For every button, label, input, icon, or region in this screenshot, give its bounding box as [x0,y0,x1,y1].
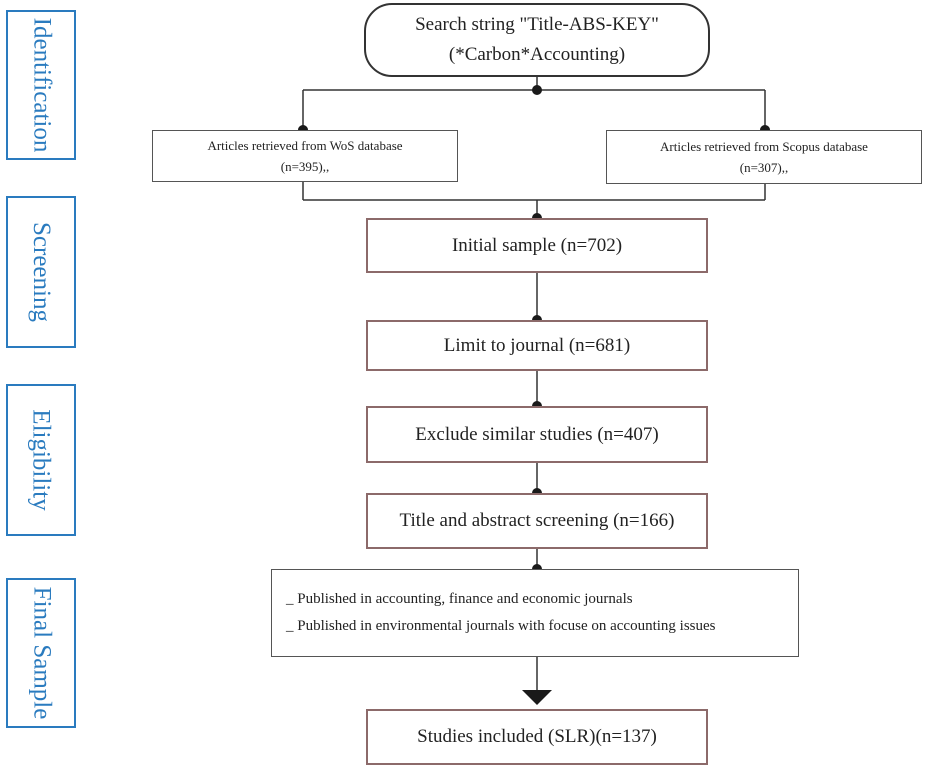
stage-identification: Identification [6,10,76,160]
exclude-similar-label: Exclude similar studies (n=407) [415,423,659,445]
search-string-box: Search string "Title-ABS-KEY" (*Carbon*A… [364,3,710,77]
stage-identification-label: Identification [28,17,56,153]
stage-screening-label: Screening [28,222,55,322]
criteria-item-environmental: _ Published in environmental journals wi… [286,618,716,634]
limit-journal-label: Limit to journal (n=681) [443,334,631,356]
limit-journal-box: Limit to journal (n=681) [366,320,708,371]
initial-sample-box: Initial sample (n=702) [366,218,708,273]
wos-count: (n=395),, [280,159,330,174]
studies-included-label: Studies included (SLR)(n=137) [417,726,657,747]
stage-eligibility: Eligibility [6,384,76,536]
title-abstract-box: Title and abstract screening (n=166) [366,493,708,549]
wos-label: Articles retrieved from WoS database [207,138,403,153]
initial-sample-label: Initial sample (n=702) [451,234,623,256]
stage-final-sample: Final Sample [6,578,76,728]
stage-screening: Screening [6,196,76,348]
search-string-line1: Search string "Title-ABS-KEY" [415,14,659,35]
scopus-count: (n=307),, [739,160,789,175]
stage-final-sample-label: Final Sample [28,586,56,720]
inclusion-criteria-box: _ Published in accounting, finance and e… [271,569,799,657]
stage-eligibility-label: Eligibility [28,409,55,511]
arrow-head-down [522,690,552,705]
wos-box: Articles retrieved from WoS database (n=… [152,130,458,182]
criteria-item-accounting: _ Published in accounting, finance and e… [286,591,633,607]
search-string-line2: (*Carbon*Accounting) [448,44,626,65]
title-abstract-label: Title and abstract screening (n=166) [399,510,675,531]
exclude-similar-box: Exclude similar studies (n=407) [366,406,708,463]
scopus-label: Articles retrieved from Scopus database [660,139,868,154]
studies-included-box: Studies included (SLR)(n=137) [366,709,708,765]
scopus-box: Articles retrieved from Scopus database … [606,130,922,184]
junction-dot-search [532,85,542,95]
